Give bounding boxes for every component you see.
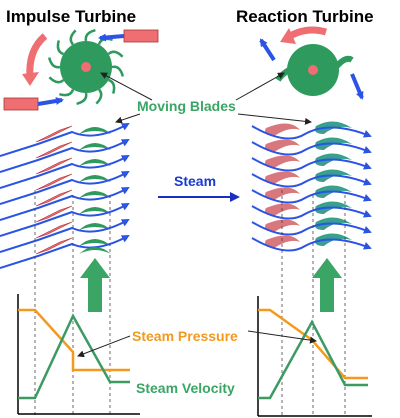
blade	[59, 89, 75, 97]
blade	[76, 92, 88, 106]
impulse-title: Impulse Turbine	[6, 7, 136, 26]
steam-stream	[251, 221, 372, 236]
steam-stream	[251, 125, 372, 140]
moving-blade	[79, 247, 111, 254]
moving-blade	[79, 175, 111, 182]
moving-blades-pointers	[100, 72, 312, 125]
steam-stream	[0, 171, 130, 205]
fixed-blade	[265, 123, 300, 136]
nozzle	[35, 125, 73, 143]
rotation-arrow-icon	[26, 33, 48, 79]
steam-stream	[251, 189, 372, 204]
blade	[48, 76, 65, 84]
impulse-wheel	[3, 28, 159, 111]
pressure-curve	[258, 308, 368, 380]
blade	[111, 65, 125, 77]
steam-stream	[0, 219, 130, 253]
steam-label: Steam	[174, 173, 216, 189]
moving-blade	[79, 191, 111, 198]
moving-blade	[79, 223, 111, 230]
reaction-wheel	[259, 26, 364, 100]
blade	[47, 57, 61, 69]
velocity-curve	[258, 319, 368, 400]
moving-blade	[79, 207, 111, 214]
nozzle-bottom	[3, 97, 39, 111]
steam-stream	[251, 157, 372, 172]
shaft-hub	[308, 65, 318, 75]
impulse-stage	[0, 123, 130, 269]
blade	[84, 28, 96, 42]
nozzle	[35, 189, 73, 207]
nozzle-top	[123, 29, 159, 43]
steam-velocity-label: Steam Velocity	[136, 380, 235, 396]
steam-stream	[0, 187, 130, 221]
label-pointers	[77, 330, 317, 358]
reaction-stage	[251, 121, 372, 252]
steam-stream	[0, 123, 130, 157]
blade	[108, 78, 116, 94]
fixed-blade	[265, 139, 300, 152]
steam-stream	[0, 203, 130, 237]
nozzle	[35, 237, 73, 255]
fixed-blade	[265, 187, 300, 200]
fixed-blade	[265, 203, 300, 216]
steam-stream	[251, 237, 372, 252]
nozzle	[35, 205, 73, 223]
blade	[56, 40, 64, 56]
moving-blade	[79, 143, 111, 150]
steam-stream	[251, 205, 372, 220]
shaft-hub	[81, 62, 91, 72]
blade	[107, 50, 124, 58]
flow-up-arrow-right	[312, 258, 342, 312]
moving-blades-label: Moving Blades	[137, 98, 236, 114]
steam-stream	[0, 139, 130, 173]
blade	[95, 88, 103, 105]
steam-stream	[251, 141, 372, 156]
velocity-curve	[18, 313, 130, 400]
fixed-blade	[265, 235, 300, 248]
impulse-graph	[17, 294, 140, 415]
nozzle	[35, 141, 73, 159]
nozzle	[35, 221, 73, 239]
jet-arrow	[259, 38, 276, 62]
fixed-blade	[265, 219, 300, 232]
rotation-arrow-icon	[285, 26, 327, 41]
nozzle	[35, 173, 73, 191]
moving-blade	[79, 159, 111, 166]
moving-blade	[79, 127, 111, 134]
steam-stream	[0, 155, 130, 189]
steam-stream	[251, 173, 372, 188]
steam-pressure-label: Steam Pressure	[132, 328, 238, 344]
moving-blade	[79, 239, 111, 246]
reaction-graph	[257, 296, 372, 417]
jet-arrow	[350, 73, 364, 100]
flow-up-arrow-left	[80, 258, 110, 312]
fixed-blade	[265, 171, 300, 184]
pressure-curve	[18, 308, 130, 372]
reaction-title: Reaction Turbine	[236, 7, 374, 26]
blade	[69, 29, 77, 46]
nozzle	[35, 157, 73, 175]
fixed-blade	[265, 155, 300, 168]
